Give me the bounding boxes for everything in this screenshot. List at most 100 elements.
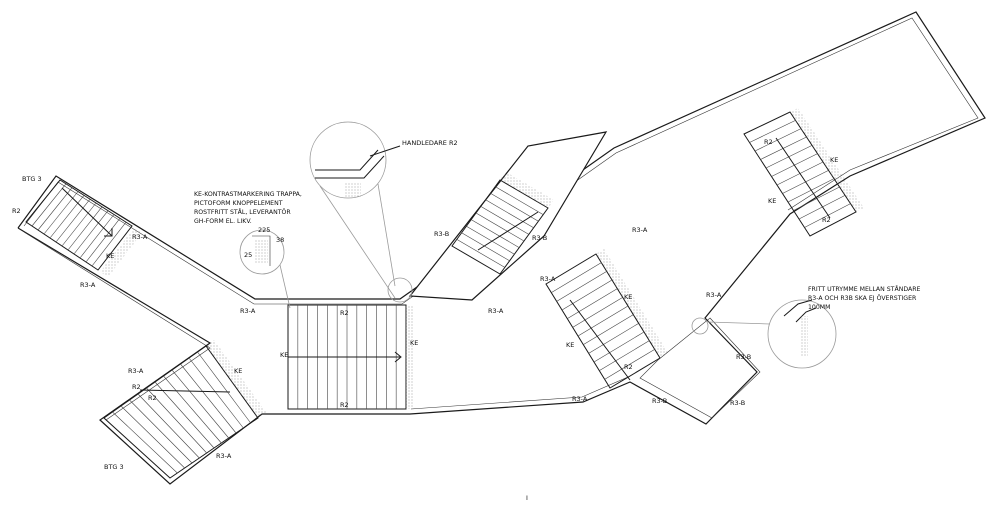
stair-tread [55, 198, 91, 243]
label-r3a: R3-A [132, 233, 148, 241]
label-dim-25: 25 [244, 251, 252, 259]
label-r2: R2 [624, 363, 633, 371]
stair-tread [466, 225, 515, 255]
stair-tread [561, 279, 613, 311]
stair-tread [604, 349, 655, 380]
label-ke: KE [280, 351, 288, 359]
stair-tread [85, 218, 121, 263]
detail-handrail [309, 121, 413, 303]
label-ke: KE [410, 339, 418, 347]
stair-tread [495, 186, 544, 215]
label-btg3-bottom: BTG 3 [104, 463, 124, 471]
label-r3b: R3-B [736, 353, 751, 361]
stair-tread [73, 210, 109, 255]
label-r3a: R3-A [128, 367, 144, 375]
label-r2: R2 [340, 309, 349, 317]
stair-tread [137, 393, 200, 459]
stair-tread [91, 221, 127, 267]
stair-tread [599, 340, 650, 371]
stair-tread [456, 239, 505, 268]
stair-tread [171, 369, 229, 439]
stair-tread [798, 195, 846, 220]
stair-tread [79, 214, 115, 259]
stair-tread [112, 411, 178, 474]
stair-tread [577, 305, 629, 337]
label-r3a: R3-A [706, 291, 722, 299]
stair-upper-left [25, 179, 142, 277]
ke-note-line-3: ROSTFRITT STÅL, LEVERANTÖR [194, 207, 291, 216]
label-dim-225: 225 [258, 226, 270, 234]
label-dim-38: 38 [276, 236, 284, 244]
stair-tread [120, 405, 185, 469]
stair-tread [804, 203, 851, 228]
ke-note-line-4: GH-FORM EL. LIKV. [194, 218, 252, 225]
detail-ke [239, 229, 291, 309]
stair-tread [461, 232, 510, 262]
label-r2: R2 [148, 394, 157, 402]
stair-center [287, 304, 414, 410]
stair-tread [31, 183, 67, 227]
label-ke: KE [566, 341, 574, 349]
label-ke: KE [768, 197, 776, 205]
label-ke: KE [830, 156, 838, 164]
stair-tread [583, 314, 634, 345]
fritt-note-line-3: 100MM [808, 304, 831, 311]
stair-lower-left [103, 340, 266, 479]
stair-tread [146, 387, 207, 454]
stair-tread [556, 271, 607, 302]
stair-tread [567, 288, 618, 319]
ke-note-line-2: PICTOFORM KNOPPELEMENT [194, 200, 283, 207]
direction-arrows [61, 137, 831, 393]
label-r2: R2 [822, 216, 831, 224]
stair-tread [475, 212, 525, 242]
label-r3b: R3-B [532, 234, 547, 242]
detail-gap [691, 299, 837, 369]
label-r3b: R3-B [652, 397, 667, 405]
stair-tread [49, 195, 85, 239]
label-r2: R2 [340, 401, 349, 409]
label-r3a: R3-A [216, 452, 232, 460]
stair-tread [572, 297, 623, 328]
stair-tread [154, 381, 215, 449]
label-r3a: R3-A [80, 281, 96, 289]
fritt-note-line-2: R3-A OCH R3B SKA EJ ÖVERSTIGER [808, 293, 917, 302]
label-center-mark: I [526, 494, 528, 502]
stair-tread [180, 363, 237, 434]
label-r3a: R3-A [572, 395, 588, 403]
fritt-note-line-1: FRITT UTRYMME MELLAN STÅNDARE [808, 284, 921, 293]
label-r2: R2 [764, 138, 773, 146]
landing-right [639, 317, 761, 419]
label-handledare: HANDLEDARE R2 [402, 139, 458, 147]
stair-tread [163, 375, 222, 444]
stair-tread [480, 206, 529, 235]
stair-tread [485, 199, 534, 229]
label-r2: R2 [12, 207, 21, 215]
stair-tread [61, 202, 97, 247]
stair-tread [188, 357, 244, 429]
label-r3a: R3-A [632, 226, 648, 234]
label-r3a: R3-A [240, 307, 256, 315]
stair-tread [129, 399, 193, 464]
stair-tread [754, 128, 802, 152]
stair-tread [588, 323, 639, 354]
label-ke: KE [624, 293, 632, 301]
stair-tread [37, 187, 73, 231]
stair-tread [593, 331, 645, 363]
label-ke: KE [106, 252, 114, 260]
label-r2: R2 [132, 383, 141, 391]
stair-tread [551, 262, 602, 293]
label-r3b: R3-B [730, 399, 745, 407]
label-r3a: R3-A [488, 307, 504, 315]
stair-upper-right [743, 108, 864, 237]
stair-tread [471, 219, 520, 248]
stair-tread [197, 351, 251, 424]
stair-upper-middle [408, 131, 608, 301]
ke-note-line-1: KE-KONTRASTMARKERING TRAPPA, [194, 191, 302, 198]
stair-tread [749, 120, 796, 143]
label-ke: KE [234, 367, 242, 375]
label-btg3-top: BTG 3 [22, 175, 42, 183]
label-r3b: R3-B [434, 230, 449, 238]
label-r3a: R3-A [540, 275, 556, 283]
labels: BTG 3 R2 R3-A KE R3-A R3-A R2 R2 KE R3-A… [12, 138, 921, 502]
